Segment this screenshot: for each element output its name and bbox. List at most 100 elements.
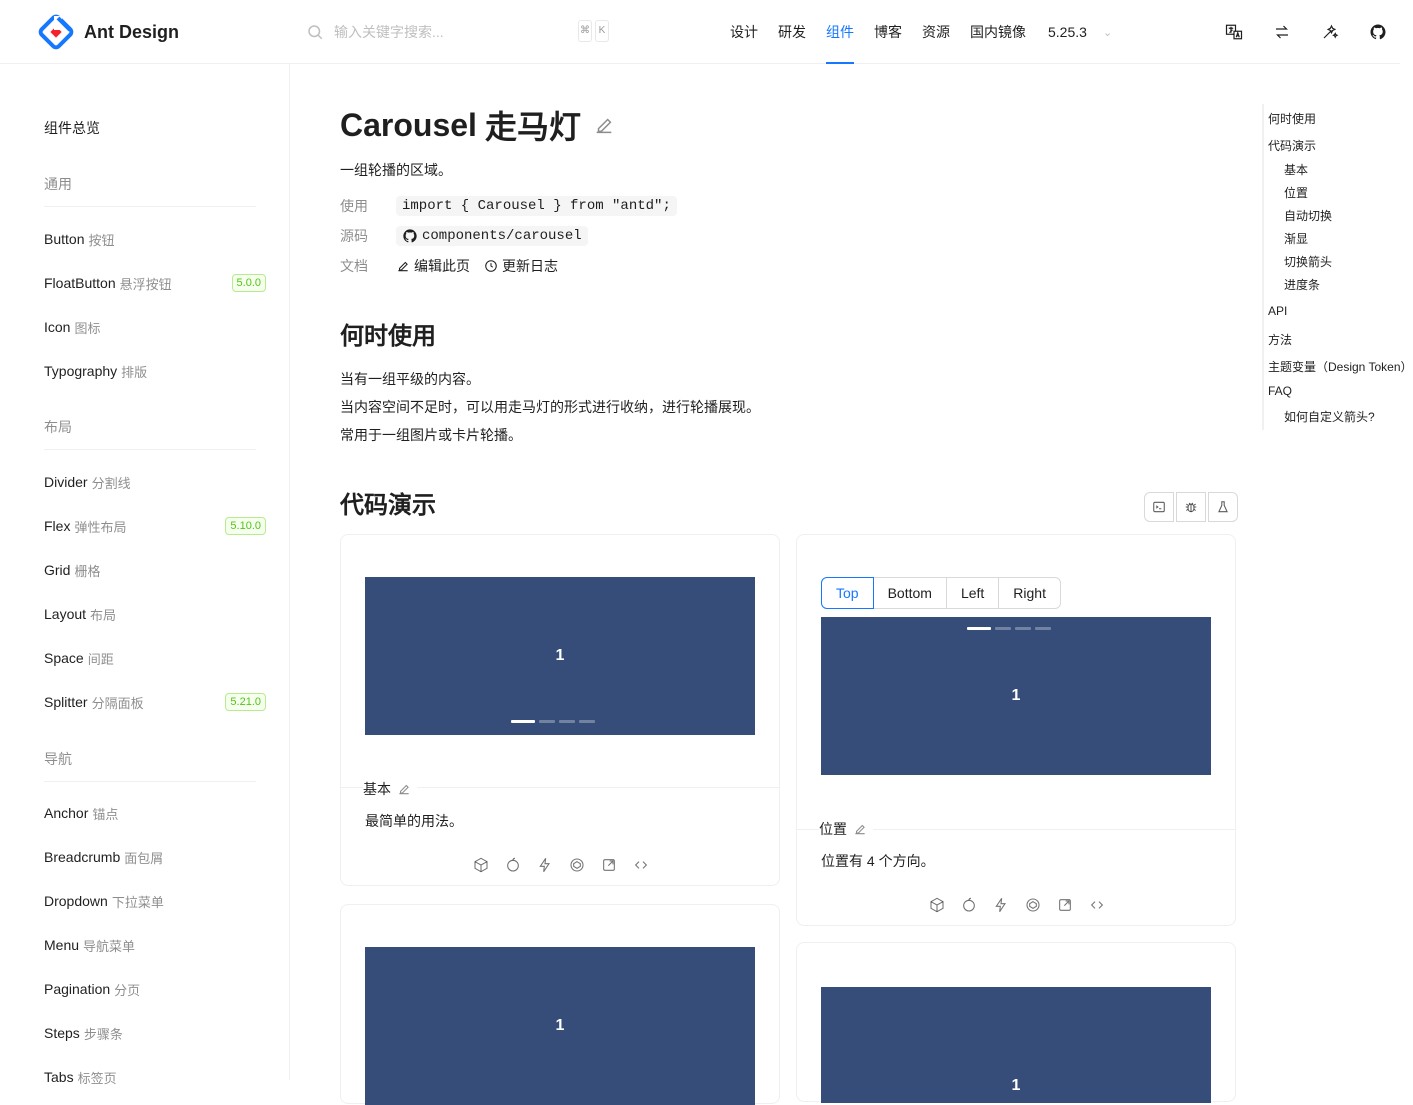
codesandbox-icon[interactable] — [473, 857, 489, 873]
stackblitz-icon[interactable] — [537, 857, 553, 873]
experiment-toggle-button[interactable] — [1208, 492, 1238, 522]
language-toggle[interactable] — [1214, 12, 1254, 52]
codepen-icon[interactable] — [961, 897, 977, 913]
toc-item[interactable]: 主题变量（Design Token） — [1268, 360, 1413, 374]
codepen-alt-icon[interactable] — [1025, 897, 1041, 913]
nav-components[interactable]: 组件 — [816, 16, 864, 64]
sidebar-item-label: Layout — [44, 606, 87, 622]
sidebar-item-icon[interactable]: Icon 图标 — [40, 307, 274, 347]
changelog-link[interactable]: 更新日志 — [484, 256, 558, 276]
sidebar-item-button[interactable]: Button 按钮 — [40, 219, 274, 259]
toc-item[interactable]: 渐显 — [1284, 232, 1309, 246]
sidebar-item-floatbutton[interactable]: FloatButton 悬浮按钮 5.0.0 — [40, 263, 274, 303]
sidebar-item-overview[interactable]: 组件总览 — [40, 104, 274, 152]
demo-actions — [473, 857, 649, 873]
logo-link[interactable]: Ant Design — [36, 12, 179, 52]
sidebar-item-space[interactable]: Space 间距 — [40, 638, 274, 678]
meta-use-row: 使用 import { Carousel } from "antd"; — [340, 196, 677, 216]
source-link[interactable]: components/carousel — [396, 226, 588, 246]
toc-item[interactable]: API — [1268, 304, 1288, 318]
theme-icon — [1323, 24, 1339, 39]
card-divider — [797, 829, 1235, 830]
toc-item[interactable]: 代码演示 — [1268, 139, 1317, 153]
carousel-dot[interactable] — [559, 720, 575, 723]
sidebar-item-steps[interactable]: Steps 步骤条 — [40, 1013, 274, 1053]
position-option-top[interactable]: Top — [821, 577, 874, 609]
nav-resources[interactable]: 资源 — [922, 24, 950, 40]
sidebar-item-dropdown[interactable]: Dropdown 下拉菜单 — [40, 881, 274, 921]
carousel-dot[interactable] — [511, 720, 535, 723]
sidebar-item-flex[interactable]: Flex 弹性布局 5.10.0 — [40, 506, 274, 546]
toc-item[interactable]: 切换箭头 — [1284, 255, 1333, 269]
sidebar-group-general: 通用 — [44, 176, 72, 192]
sidebar-item-layout[interactable]: Layout 布局 — [40, 594, 274, 634]
import-snippet[interactable]: import { Carousel } from "antd"; — [396, 196, 677, 216]
sidebar-item-divider[interactable]: Divider 分割线 — [40, 462, 274, 502]
github-link[interactable] — [1358, 12, 1398, 52]
beaker-icon — [1218, 501, 1228, 513]
codesandbox-icon[interactable] — [929, 897, 945, 913]
carousel-dot[interactable] — [1035, 627, 1051, 630]
sidebar-item-grid[interactable]: Grid 栅格 — [40, 550, 274, 590]
sidebar-item-menu[interactable]: Menu 导航菜单 — [40, 925, 274, 965]
theme-toggle[interactable] — [1310, 12, 1350, 52]
edit-icon[interactable] — [593, 114, 615, 136]
sidebar-item-pagination[interactable]: Pagination 分页 — [40, 969, 274, 1009]
version-tag: 5.10.0 — [225, 517, 266, 535]
sidebar-item-splitter[interactable]: Splitter 分隔面板 5.21.0 — [40, 682, 274, 722]
nav-mirror[interactable]: 国内镜像 — [970, 24, 1026, 40]
position-option-right[interactable]: Right — [998, 577, 1061, 609]
sidebar-item-label: Button — [44, 231, 85, 247]
toc-item[interactable]: 如何自定义箭头? — [1284, 410, 1375, 424]
nav-develop[interactable]: 研发 — [778, 24, 806, 40]
sidebar-item-sublabel: 面包屑 — [124, 850, 164, 866]
debug-toggle-button[interactable] — [1176, 492, 1206, 522]
sidebar-item-typography[interactable]: Typography 排版 — [40, 351, 274, 391]
toc-item[interactable]: 方法 — [1268, 333, 1293, 347]
sidebar-item-sublabel: 锚点 — [92, 806, 119, 822]
edit-page-link[interactable]: 编辑此页 — [396, 256, 470, 276]
sidebar-item-tabs[interactable]: Tabs 标签页 — [40, 1057, 274, 1097]
position-option-bottom[interactable]: Bottom — [872, 577, 947, 609]
code-toggle-icon[interactable] — [633, 857, 649, 873]
carousel-dot[interactable] — [579, 720, 595, 723]
toc-item[interactable]: 自动切换 — [1284, 209, 1333, 223]
chevron-down-icon: ⌄ — [1102, 26, 1113, 39]
version-select[interactable]: 5.25.3 ⌄ — [1042, 16, 1118, 48]
open-external-icon[interactable] — [601, 857, 617, 873]
code-toggle-icon[interactable] — [1089, 897, 1105, 913]
sidebar-item-label: Typography — [44, 363, 118, 379]
codepen-icon[interactable] — [505, 857, 521, 873]
stackblitz-icon[interactable] — [993, 897, 1009, 913]
edit-icon[interactable] — [853, 822, 867, 836]
sidebar-item-label: Grid — [44, 562, 71, 578]
toc-item[interactable]: FAQ — [1268, 384, 1293, 398]
sidebar-item-breadcrumb[interactable]: Breadcrumb 面包屑 — [40, 837, 274, 877]
codepen-alt-icon[interactable] — [569, 857, 585, 873]
section-title-when: 何时使用 — [340, 323, 436, 350]
open-external-icon[interactable] — [1057, 897, 1073, 913]
sidebar-item-anchor[interactable]: Anchor 锚点 — [40, 793, 274, 833]
table-of-contents: 何时使用 代码演示 基本 位置 自动切换 渐显 切换箭头 进度条 API 方法 … — [1262, 104, 1413, 430]
page-title: Carousel 走马灯 — [340, 102, 615, 148]
search-input[interactable] — [334, 24, 610, 40]
toc-item[interactable]: 位置 — [1284, 186, 1309, 200]
expand-code-button[interactable] — [1144, 492, 1174, 522]
direction-toggle[interactable] — [1262, 12, 1302, 52]
toc-item[interactable]: 基本 — [1284, 163, 1309, 177]
position-option-left[interactable]: Left — [945, 577, 1000, 609]
search-box[interactable] — [290, 16, 610, 48]
kbd-cmd: ⌘ — [578, 20, 592, 42]
carousel-dot[interactable] — [995, 627, 1011, 630]
nav-blog[interactable]: 博客 — [874, 24, 902, 40]
nav-design[interactable]: 设计 — [730, 24, 758, 40]
carousel-dot[interactable] — [539, 720, 555, 723]
toc-item[interactable]: 何时使用 — [1268, 112, 1317, 126]
carousel-dot[interactable] — [967, 627, 991, 630]
sidebar-item-label: Divider — [44, 474, 88, 490]
carousel-dot[interactable] — [1015, 627, 1031, 630]
meta-docs-label: 文档 — [340, 258, 368, 274]
demo-card-autoplay: 1 — [340, 904, 780, 1105]
edit-icon[interactable] — [397, 782, 411, 796]
toc-item[interactable]: 进度条 — [1284, 278, 1321, 292]
